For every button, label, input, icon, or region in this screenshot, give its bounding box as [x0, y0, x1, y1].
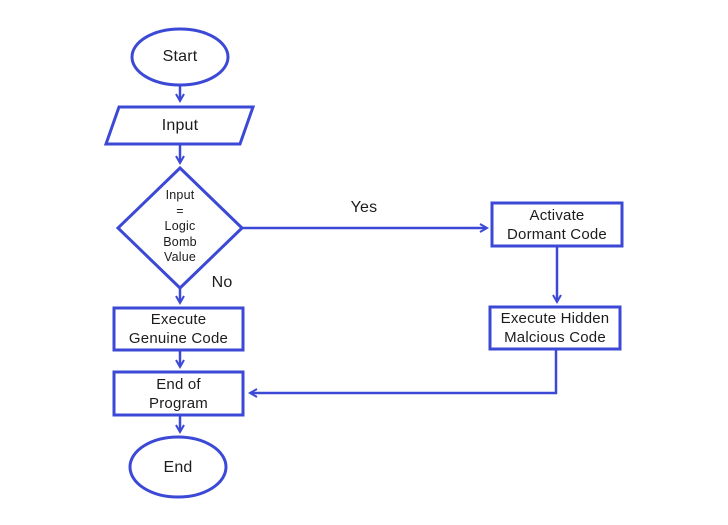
yes-branch-label: Yes — [350, 199, 378, 216]
decision-label-line: Input — [165, 188, 195, 203]
end-of-program-label-line: Program — [149, 394, 208, 412]
execute-genuine-label-line: Execute — [150, 311, 207, 328]
activate-dormant-process-shape — [490, 201, 624, 248]
start-node-label: Start — [162, 48, 198, 65]
end-node-label: End — [163, 459, 193, 476]
end-of-program-process-shape — [112, 370, 245, 417]
decision-node-label: Input = Logic Bomb Value — [130, 188, 230, 266]
execute-genuine-label-line: Genuine Code — [128, 330, 229, 347]
execute-hidden-label-line: Malcious Code — [504, 329, 606, 346]
edge-hidden-to-end-of-program — [247, 349, 558, 398]
start-terminator-shape — [130, 27, 230, 87]
input-node-label: Input — [161, 116, 199, 134]
decision-label-line: Value — [163, 250, 197, 265]
execute-genuine-node-label: Execute Genuine Code — [114, 308, 243, 350]
no-branch-label: No — [211, 274, 233, 291]
activate-dormant-node-label: Activate Dormant Code — [492, 203, 622, 246]
execute-hidden-process-shape — [488, 305, 622, 351]
decision-diamond-shape — [115, 165, 245, 291]
execute-genuine-process-shape — [112, 306, 245, 352]
input-parallelogram-shape — [103, 105, 256, 146]
end-of-program-label-line: End of — [156, 375, 201, 393]
decision-label-line: Logic — [164, 219, 196, 234]
decision-label-line: = — [176, 203, 184, 218]
activate-dormant-label-line: Dormant Code — [507, 225, 607, 243]
end-of-program-node-label: End of Program — [114, 372, 243, 415]
decision-label-line: Bomb — [163, 234, 197, 249]
execute-hidden-label-line: Execute Hidden — [500, 310, 610, 327]
execute-hidden-node-label: Execute Hidden Malcious Code — [490, 307, 620, 349]
end-terminator-shape — [128, 435, 228, 499]
activate-dormant-label-line: Activate — [529, 206, 585, 224]
